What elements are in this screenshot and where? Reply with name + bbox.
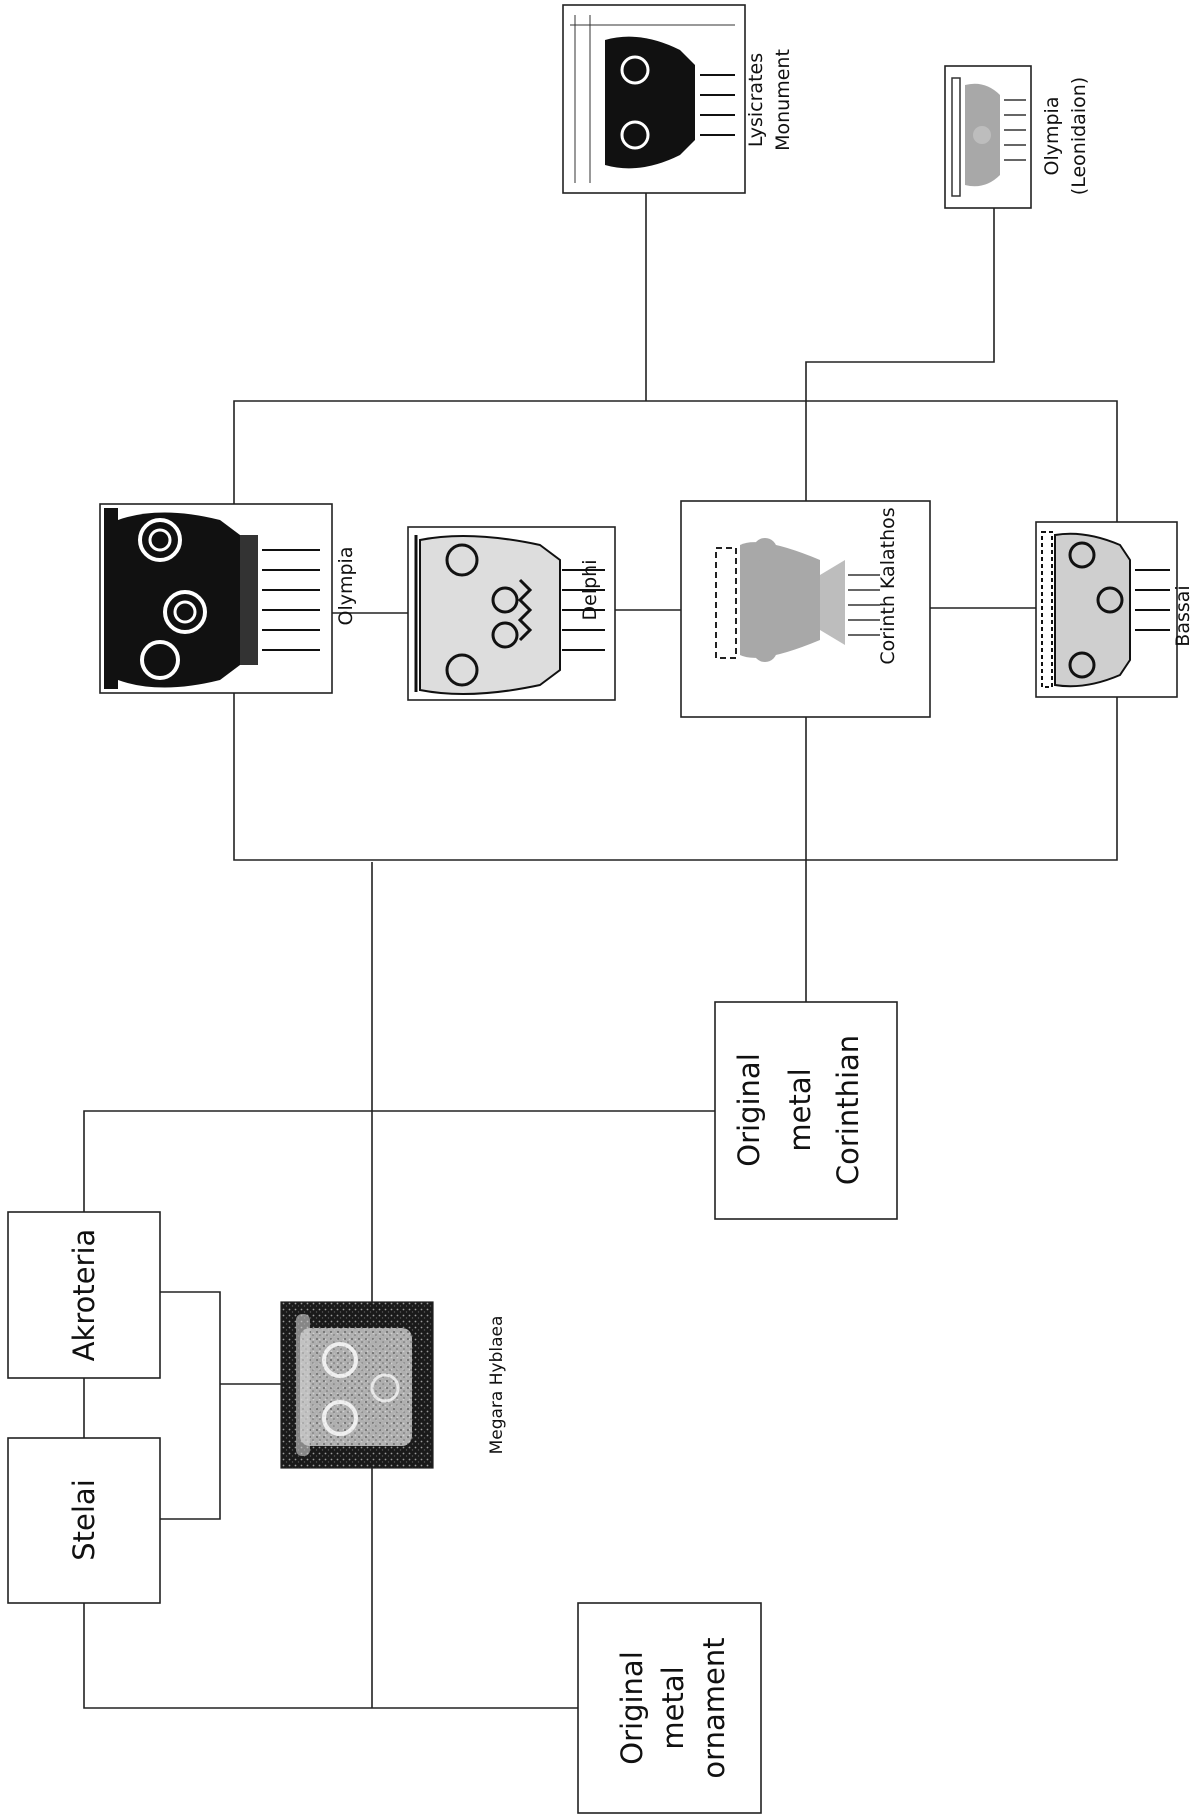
delphi-label: Delphi bbox=[579, 560, 601, 621]
akroteria-label: Akroteria bbox=[67, 1229, 101, 1362]
ornament-line-1: Original bbox=[615, 1651, 649, 1764]
corinthian-line-2: metal bbox=[783, 1068, 817, 1151]
corinthian-line-1: Original bbox=[732, 1053, 766, 1166]
edge-corinth-leonidaion bbox=[805, 208, 995, 501]
lysicrates-line-1: Lysicrates bbox=[745, 53, 767, 147]
bassai-label: Bassai bbox=[1172, 585, 1194, 646]
megara-label: Megara Hyblaea bbox=[487, 1316, 507, 1455]
node-corinth-kalathos: Corinth Kalathos bbox=[680, 500, 931, 718]
node-akroteria: Akroteria bbox=[7, 1211, 161, 1379]
connector-lines bbox=[83, 193, 1118, 1709]
edge-stelai-ornament bbox=[83, 1603, 578, 1709]
node-original-corinthian: Original metal Corinthian bbox=[714, 1001, 898, 1220]
node-bassai: Bassai bbox=[1035, 521, 1194, 698]
node-delphi: Delphi bbox=[407, 526, 616, 701]
lysicrates-line-2: Monument bbox=[772, 49, 794, 151]
node-lysicrates-monument: Lysicrates Monument bbox=[562, 4, 794, 194]
edge-lower-bus bbox=[233, 693, 1118, 861]
node-stelai: Stelai bbox=[7, 1437, 161, 1604]
capital-icon bbox=[562, 4, 746, 194]
node-original-ornament: Original metal ornament bbox=[577, 1602, 762, 1814]
capital-icon bbox=[1035, 521, 1178, 698]
capital-icon bbox=[407, 526, 616, 701]
corinthian-line-3: Corinthian bbox=[831, 1035, 865, 1185]
corinth-label: Corinth Kalathos bbox=[877, 507, 899, 664]
ornament-line-3: ornament bbox=[697, 1637, 731, 1778]
capital-icon bbox=[280, 1301, 434, 1469]
node-olympia-leonidaion: Olympia (Leonidaion) bbox=[944, 65, 1090, 209]
olympia-label: Olympia bbox=[335, 547, 357, 626]
stelai-label: Stelai bbox=[67, 1479, 101, 1561]
leonidaion-line-2: (Leonidaion) bbox=[1068, 77, 1090, 195]
node-olympia: Olympia bbox=[99, 503, 357, 694]
leonidaion-line-1: Olympia bbox=[1041, 97, 1063, 176]
node-megara-hyblaea: Megara Hyblaea bbox=[280, 1301, 507, 1469]
capital-icon bbox=[99, 503, 333, 694]
edge-akroteria-bracket bbox=[160, 1291, 221, 1520]
capital-icon bbox=[680, 500, 931, 718]
ornament-line-2: metal bbox=[656, 1666, 690, 1749]
capital-icon bbox=[944, 65, 1032, 209]
edge-akroteria-corinthian bbox=[83, 1110, 715, 1212]
edge-upper-bus bbox=[233, 400, 1118, 522]
